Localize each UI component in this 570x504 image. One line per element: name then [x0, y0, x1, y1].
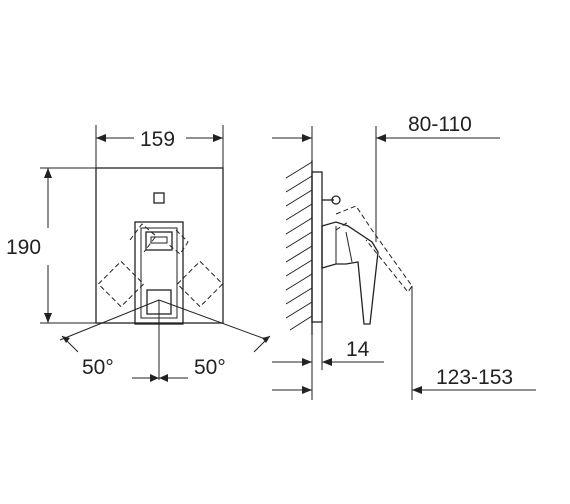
handle-right-position: [167, 229, 189, 255]
projection-label: 80-110: [408, 113, 472, 136]
front-view: [59, 167, 271, 382]
side-handle-swing: [335, 205, 413, 293]
indicator-square: [153, 192, 165, 204]
wall-offset-dimension: 14: [272, 322, 384, 400]
width-dimension: 159: [95, 125, 224, 168]
angle-right-label: 50°: [194, 356, 226, 379]
width-label: 159: [140, 128, 175, 151]
side-plate: [311, 171, 323, 323]
dashed-square-left: [97, 260, 145, 308]
handle-top-slot: [150, 236, 168, 244]
height-dimension: 190: [6, 167, 96, 324]
height-label: 190: [6, 236, 41, 259]
side-handle: [321, 221, 379, 325]
handle-left-position: [129, 223, 157, 253]
side-view: [285, 160, 413, 335]
side-indicator: [331, 195, 341, 205]
projection-dimension: 80-110: [272, 113, 500, 242]
depth-dimension: 123-153: [272, 286, 536, 400]
dashed-square-right: [176, 260, 224, 308]
wall-offset-label: 14: [346, 338, 370, 361]
handle-top-cap: [145, 231, 173, 251]
angle-left-label: 50°: [82, 356, 114, 379]
depth-label: 123-153: [436, 366, 513, 389]
